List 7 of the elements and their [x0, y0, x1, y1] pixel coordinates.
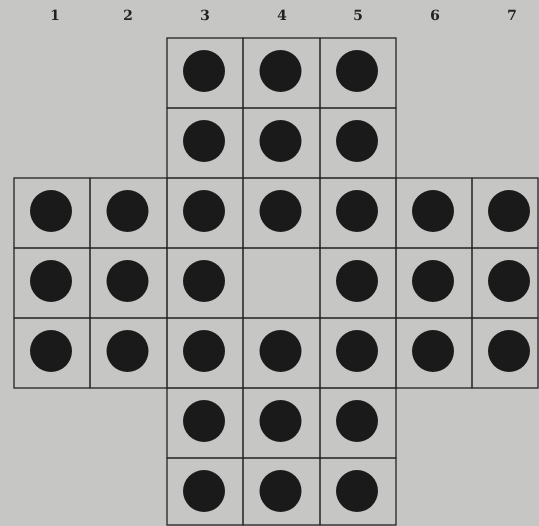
- column-number: 1: [49, 8, 61, 24]
- column-number: 6: [429, 8, 441, 24]
- column-number: 4: [276, 8, 288, 24]
- column-number: 2: [122, 8, 134, 24]
- column-number: 5: [352, 8, 364, 24]
- column-number: 3: [199, 8, 211, 24]
- column-number: 7: [506, 8, 518, 24]
